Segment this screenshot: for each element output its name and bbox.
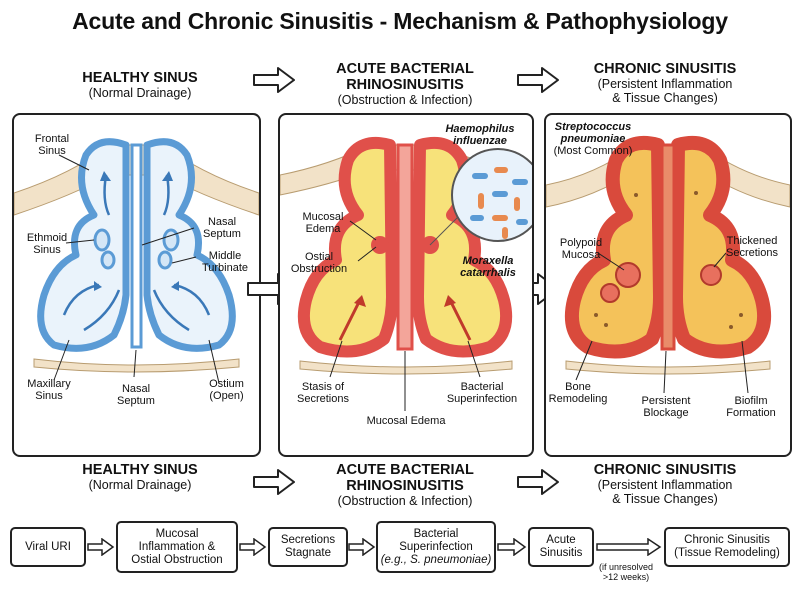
label-mucosal-edema-bottom: Mucosal Edema — [366, 415, 446, 427]
flow-step-viral-uri: Viral URI — [10, 527, 86, 567]
header-title-line2: RHINOSINUSITIS — [346, 478, 464, 494]
header-arrow-right-icon — [517, 469, 559, 495]
header-title: HEALTHY SINUS — [82, 70, 198, 86]
header-subtitle: (Persistent Inflammation — [597, 77, 733, 91]
header-arrow-right-icon — [253, 67, 295, 93]
header-chronic-top: CHRONIC SINUSITIS (Persistent Inflammati… — [565, 61, 765, 105]
header-subtitle: (Persistent Inflammation — [597, 478, 733, 492]
header-title: HEALTHY SINUS — [82, 462, 198, 478]
header-title-line2: RHINOSINUSITIS — [346, 77, 464, 93]
header-acute-bottom: ACUTE BACTERIAL RHINOSINUSITIS (Obstruct… — [305, 462, 505, 508]
header-arrow-right-icon — [517, 67, 559, 93]
flow-arrow-icon — [239, 538, 267, 556]
flow-note-unresolved: (if unresolved>12 weeks) — [598, 562, 654, 582]
flow-arrow-icon — [497, 538, 527, 556]
header-healthy-bottom: HEALTHY SINUS (Normal Drainage) — [55, 462, 225, 492]
header-chronic-bottom: CHRONIC SINUSITIS (Persistent Inflammati… — [565, 462, 765, 506]
header-subtitle-line2: & Tissue Changes) — [612, 492, 718, 506]
label-ostium-open: Ostium(Open) — [209, 378, 244, 402]
header-subtitle: (Obstruction & Infection) — [337, 93, 473, 107]
header-subtitle: (Obstruction & Infection) — [337, 494, 473, 508]
header-acute-top: ACUTE BACTERIAL RHINOSINUSITIS (Obstruct… — [305, 61, 505, 107]
page-title: Acute and Chronic Sinusitis - Mechanism … — [72, 8, 728, 34]
header-title: ACUTE BACTERIAL — [336, 462, 474, 478]
header-healthy-top: HEALTHY SINUS (Normal Drainage) — [55, 70, 225, 100]
header-arrow-right-icon — [253, 469, 295, 495]
flow-arrow-icon — [348, 538, 376, 556]
flow-arrow-icon — [87, 538, 115, 556]
flow-step-chronic-sinusitis: Chronic Sinusitis(Tissue Remodeling) — [664, 527, 790, 567]
chronic-sinus-illustration — [546, 135, 790, 394]
header-title: ACUTE BACTERIAL — [336, 61, 474, 77]
header-title: CHRONIC SINUSITIS — [593, 61, 737, 77]
header-subtitle: (Normal Drainage) — [88, 478, 192, 492]
healthy-sinus-illustration — [14, 138, 259, 384]
acute-sinus-illustration — [280, 136, 532, 411]
header-subtitle-line2: & Tissue Changes) — [612, 91, 718, 105]
header-title: CHRONIC SINUSITIS — [593, 462, 737, 478]
header-subtitle: (Normal Drainage) — [88, 86, 192, 100]
flow-arrow-icon — [596, 538, 662, 556]
bacteria-icon — [470, 167, 528, 239]
